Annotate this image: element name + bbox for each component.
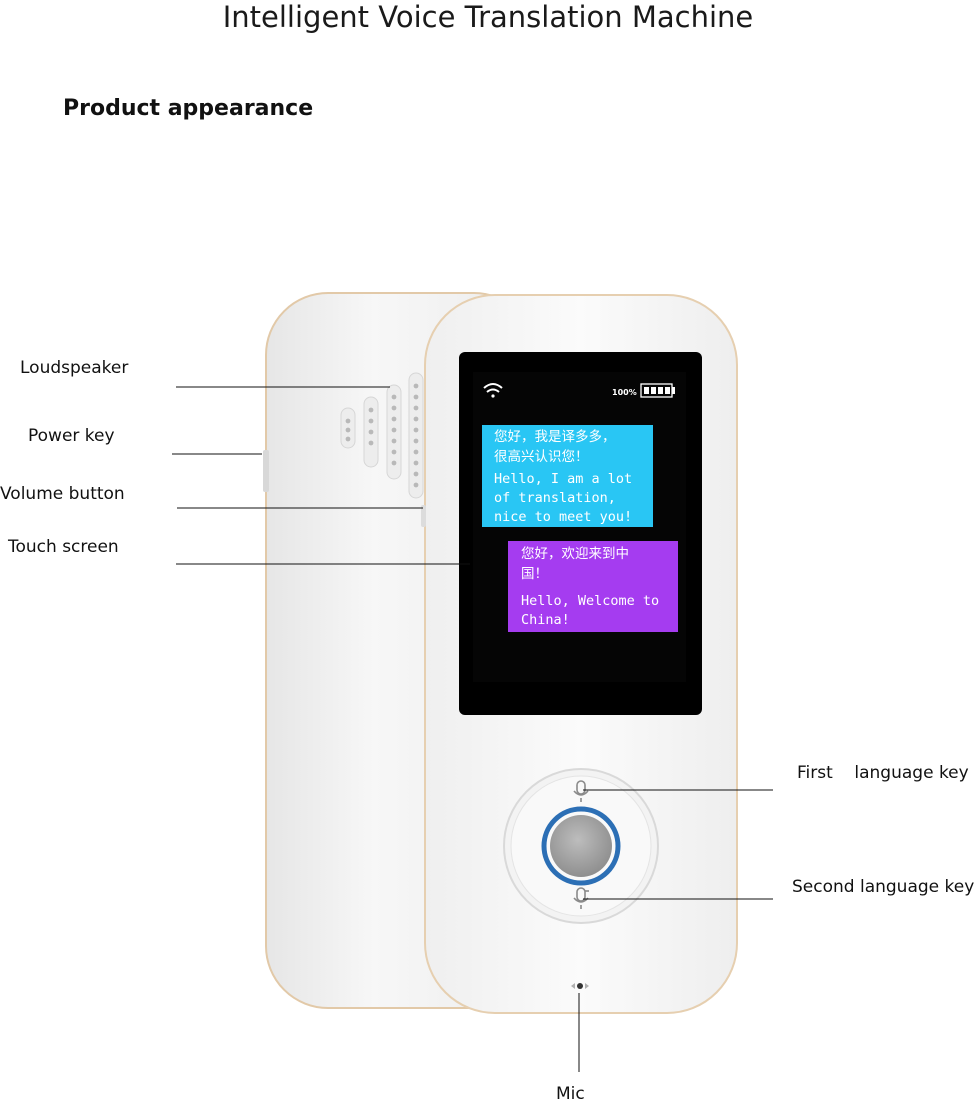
- callout-volume-button: Volume button: [0, 484, 125, 504]
- bubble-1-line-5: nice to meet you!: [494, 509, 632, 525]
- mic-icon: [573, 780, 589, 802]
- bubble-2-line-3: Hello, Welcome to: [521, 593, 659, 609]
- callout-first-language-key: First language key: [797, 763, 969, 783]
- center-button[interactable]: [550, 815, 612, 877]
- bubble-1-line-2: 很高兴认识您！: [494, 448, 589, 465]
- battery-icon: [640, 383, 675, 398]
- device-front: 100% 您好，我是译多多， 很高兴认识您！ Hello, I am a lot…: [421, 294, 738, 1014]
- mic-hole: [571, 983, 589, 989]
- bubble-2-line-2: 国！: [521, 566, 548, 582]
- loudspeaker-grille: [340, 372, 424, 499]
- callout-touch-screen: Touch screen: [8, 537, 119, 557]
- control-wheel: [503, 768, 659, 924]
- section-heading: Product appearance: [63, 96, 314, 121]
- first-language-key[interactable]: [573, 780, 589, 802]
- callout-power-key: Power key: [28, 426, 115, 446]
- callout-loudspeaker: Loudspeaker: [20, 358, 129, 378]
- callout-second-language-key: Second language key: [792, 877, 975, 897]
- bubble-2-line-4: China!: [521, 612, 570, 628]
- bubble-1-line-1: 您好，我是译多多，: [494, 428, 616, 445]
- callout-mic: Mic: [556, 1084, 585, 1104]
- battery-percentage: 100%: [612, 388, 637, 397]
- message-bubble-1: 您好，我是译多多， 很高兴认识您！ Hello, I am a lot of t…: [482, 425, 653, 527]
- bubble-1-line-4: of translation,: [494, 490, 616, 506]
- page-title: Intelligent Voice Translation Machine: [222, 0, 754, 34]
- leader-lines: [172, 386, 773, 1072]
- center-ring: [541, 806, 621, 886]
- bubble-1-line-3: Hello, I am a lot: [494, 471, 632, 487]
- wifi-icon: [483, 383, 503, 398]
- bubble-2-line-1: 您好，欢迎来到中: [521, 545, 629, 562]
- message-bubble-2: 您好，欢迎来到中 国！ Hello, Welcome to China!: [508, 541, 678, 632]
